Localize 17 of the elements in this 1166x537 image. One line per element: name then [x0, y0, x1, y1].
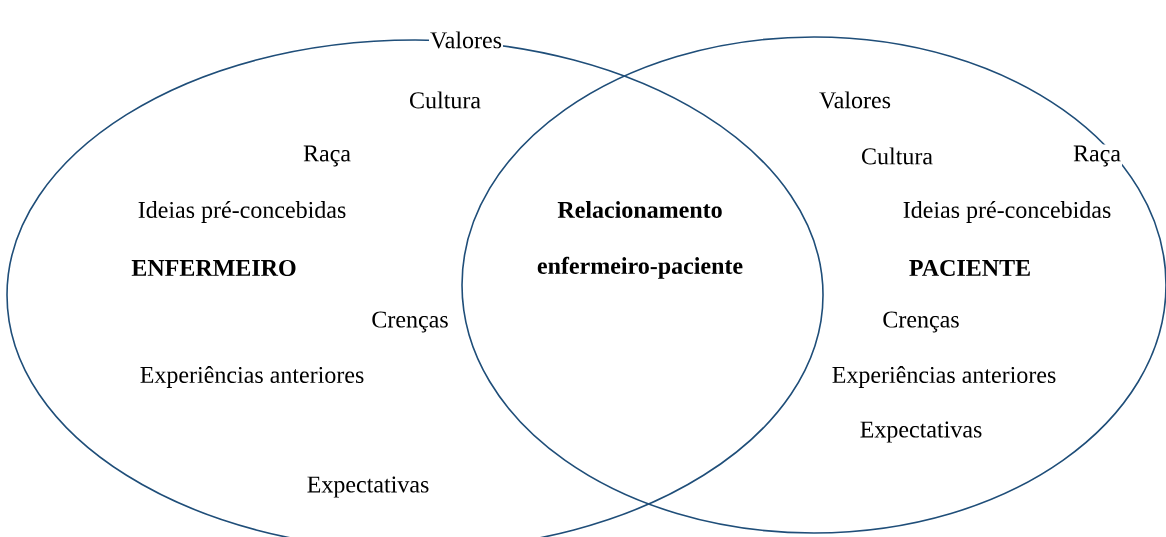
word-label: Expectativas — [305, 475, 431, 499]
word-label: Cultura — [860, 146, 934, 166]
word-label: Ideias pré-concebidas — [136, 200, 348, 224]
word-label: Experiências anteriores — [830, 365, 1058, 389]
word-label: Ideias pré-concebidas — [901, 200, 1113, 224]
word-label: Crenças — [370, 310, 450, 334]
word-label: ENFERMEIRO — [130, 258, 298, 278]
word-label: Cultura — [408, 90, 482, 110]
center-label: Relacionamento enfermeiro-paciente — [537, 201, 743, 279]
word-label: Raça — [302, 144, 352, 168]
word-label: Raça — [1072, 144, 1122, 168]
word-label: PACIENTE — [907, 258, 1033, 278]
word-label: Crenças — [881, 310, 961, 334]
word-label: Expectativas — [858, 420, 984, 444]
word-label: Valores — [818, 90, 892, 110]
word-label: Experiências anteriores — [138, 365, 366, 389]
word-label: Valores — [429, 30, 503, 50]
